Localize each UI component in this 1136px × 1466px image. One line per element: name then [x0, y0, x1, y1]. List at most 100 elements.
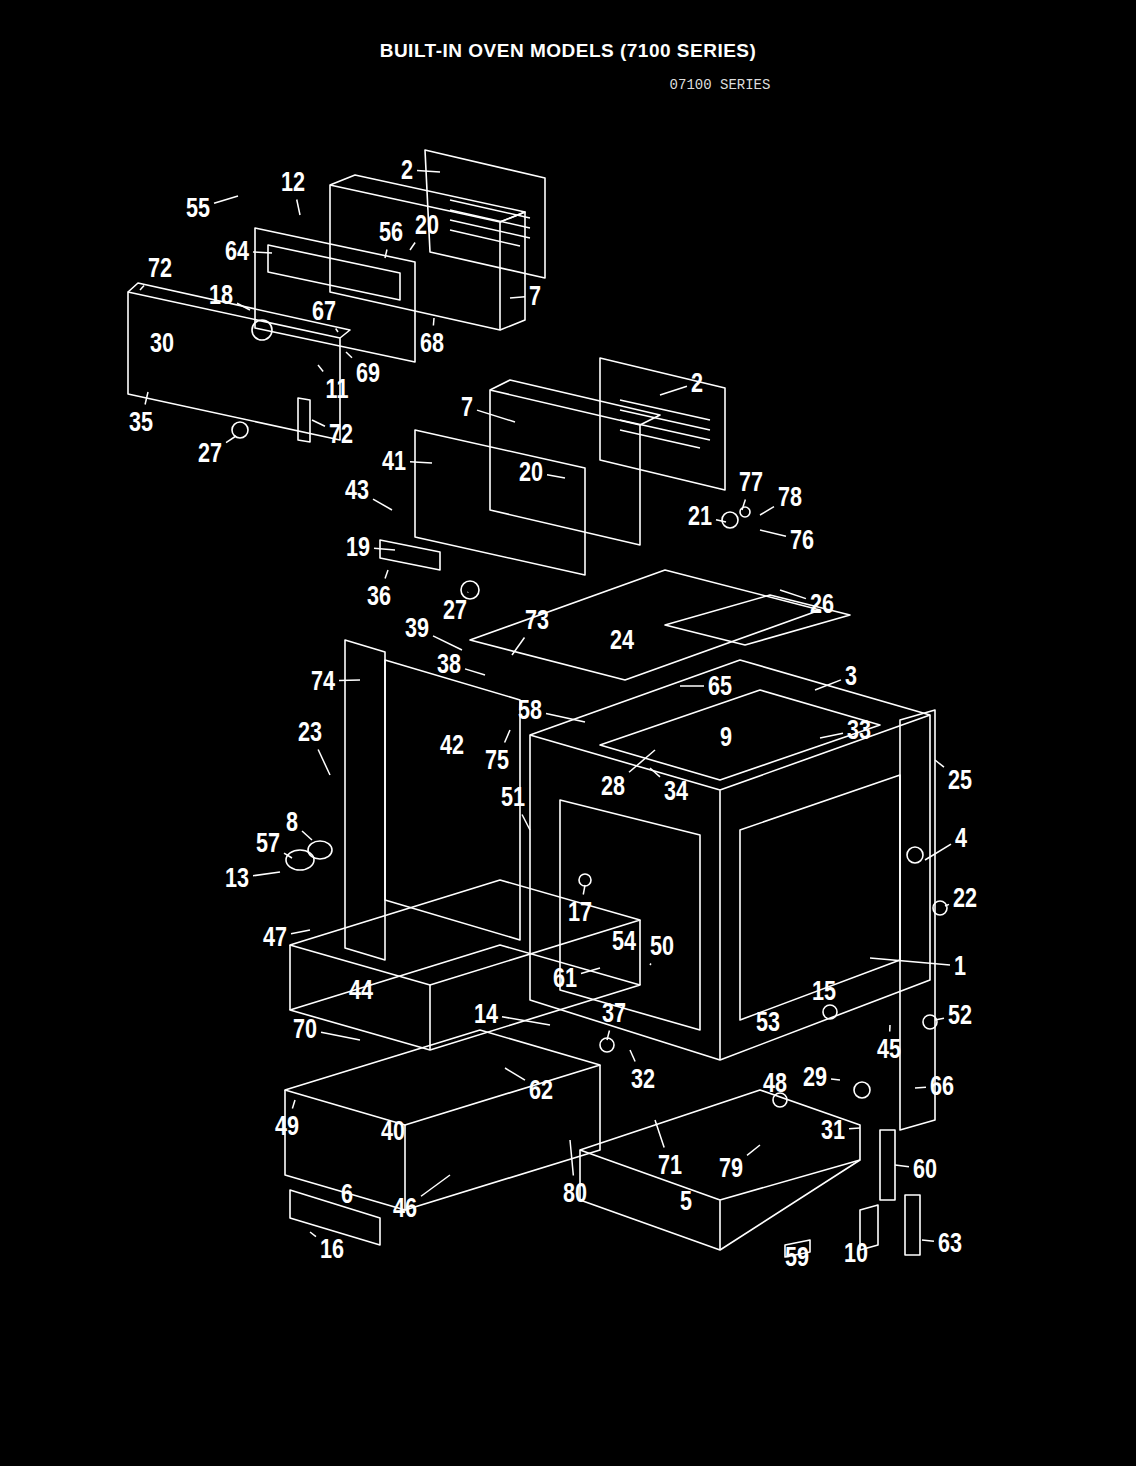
callout-number: 12 — [281, 169, 305, 196]
leader-line — [385, 570, 388, 579]
leader-line — [935, 760, 944, 767]
leader-line — [510, 297, 525, 298]
callout-number: 14 — [474, 1001, 498, 1028]
callout-number: 57 — [256, 830, 280, 857]
callout-number: 1 — [954, 953, 966, 980]
callout-number: 33 — [847, 717, 871, 744]
callout-number: 46 — [393, 1195, 417, 1222]
callout-number: 32 — [631, 1066, 655, 1093]
leader-line — [935, 1018, 944, 1020]
leader-line — [145, 392, 148, 405]
leader-line — [889, 1025, 891, 1032]
callout-number: 66 — [930, 1073, 954, 1100]
callout-number: 74 — [311, 668, 335, 695]
callout-number: 78 — [778, 484, 802, 511]
callout-number: 36 — [367, 583, 391, 610]
leader-line — [226, 436, 236, 443]
leader-line — [253, 872, 280, 876]
callout-number: 72 — [329, 421, 353, 448]
callout-number: 17 — [568, 899, 592, 926]
callout-number: 47 — [263, 924, 287, 951]
leader-line — [831, 1079, 840, 1080]
leader-line — [310, 1232, 316, 1237]
leader-line — [680, 685, 704, 687]
callout-number: 7 — [461, 394, 473, 421]
callout-number: 10 — [844, 1240, 868, 1267]
callout-number: 50 — [650, 933, 674, 960]
leader-line — [650, 768, 660, 777]
leader-line — [870, 958, 950, 965]
leader-line — [849, 1127, 860, 1129]
callout-number: 60 — [913, 1156, 937, 1183]
leader-line — [433, 636, 462, 650]
series-note: 07100 SERIES — [670, 78, 771, 92]
leader-line — [915, 1086, 926, 1088]
callout-number: 30 — [150, 330, 174, 357]
callout-number: 21 — [688, 503, 712, 530]
callout-number: 79 — [719, 1155, 743, 1182]
leader-line — [547, 475, 565, 478]
callout-number: 28 — [601, 773, 625, 800]
callout-number: 49 — [275, 1113, 299, 1140]
callout-number: 20 — [519, 459, 543, 486]
callout-number: 48 — [763, 1070, 787, 1097]
callout-number: 24 — [610, 627, 634, 654]
leader-line — [922, 1240, 934, 1241]
leader-line — [660, 386, 687, 395]
leader-line — [237, 303, 250, 310]
callout-number: 37 — [602, 1000, 626, 1027]
callout-number: 64 — [225, 238, 249, 265]
callout-number: 2 — [691, 370, 703, 397]
leader-line — [297, 200, 300, 216]
callout-number: 51 — [501, 784, 525, 811]
leader-line — [385, 250, 387, 259]
leader-line — [433, 318, 435, 326]
leader-line — [321, 1032, 360, 1040]
leader-line — [417, 171, 440, 172]
leader-line — [336, 329, 338, 333]
leader-line — [895, 1165, 909, 1167]
callout-number: 42 — [440, 732, 464, 759]
callout-number: 2 — [401, 157, 413, 184]
leader-line — [346, 352, 352, 358]
leader-line — [742, 500, 745, 511]
callout-number: 8 — [286, 809, 298, 836]
callout-number: 27 — [443, 597, 467, 624]
leader-line — [505, 730, 510, 743]
callout-number: 55 — [186, 195, 210, 222]
callout-number: 44 — [349, 977, 373, 1004]
diagram-title: BUILT-IN OVEN MODELS (7100 SERIES) — [0, 40, 1136, 62]
leader-line — [581, 968, 600, 973]
leader-line — [410, 462, 432, 463]
callout-number: 34 — [664, 778, 688, 805]
leader-line — [780, 590, 806, 599]
leader-line — [374, 548, 395, 550]
callout-number: 76 — [790, 527, 814, 554]
callout-number: 27 — [198, 440, 222, 467]
callout-number: 52 — [948, 1002, 972, 1029]
leader-line — [410, 243, 415, 251]
leader-line — [815, 680, 841, 690]
callout-number: 71 — [658, 1152, 682, 1179]
callout-number: 29 — [803, 1064, 827, 1091]
callout-number: 70 — [293, 1016, 317, 1043]
callout-number: 40 — [381, 1118, 405, 1145]
callout-number: 22 — [953, 885, 977, 912]
leader-line — [512, 638, 525, 656]
callout-number: 35 — [129, 409, 153, 436]
callout-number: 65 — [708, 673, 732, 700]
leader-line — [747, 1145, 760, 1155]
callout-number: 23 — [298, 719, 322, 746]
leader-line — [467, 591, 469, 593]
leader-line — [522, 815, 530, 831]
leader-line — [820, 733, 843, 738]
callout-number: 4 — [955, 825, 967, 852]
callout-number: 9 — [720, 724, 732, 751]
leader-line — [502, 1017, 550, 1025]
leader-line — [716, 520, 726, 522]
callout-number: 15 — [812, 978, 836, 1005]
callout-number: 20 — [415, 212, 439, 239]
leader-line — [945, 904, 949, 906]
